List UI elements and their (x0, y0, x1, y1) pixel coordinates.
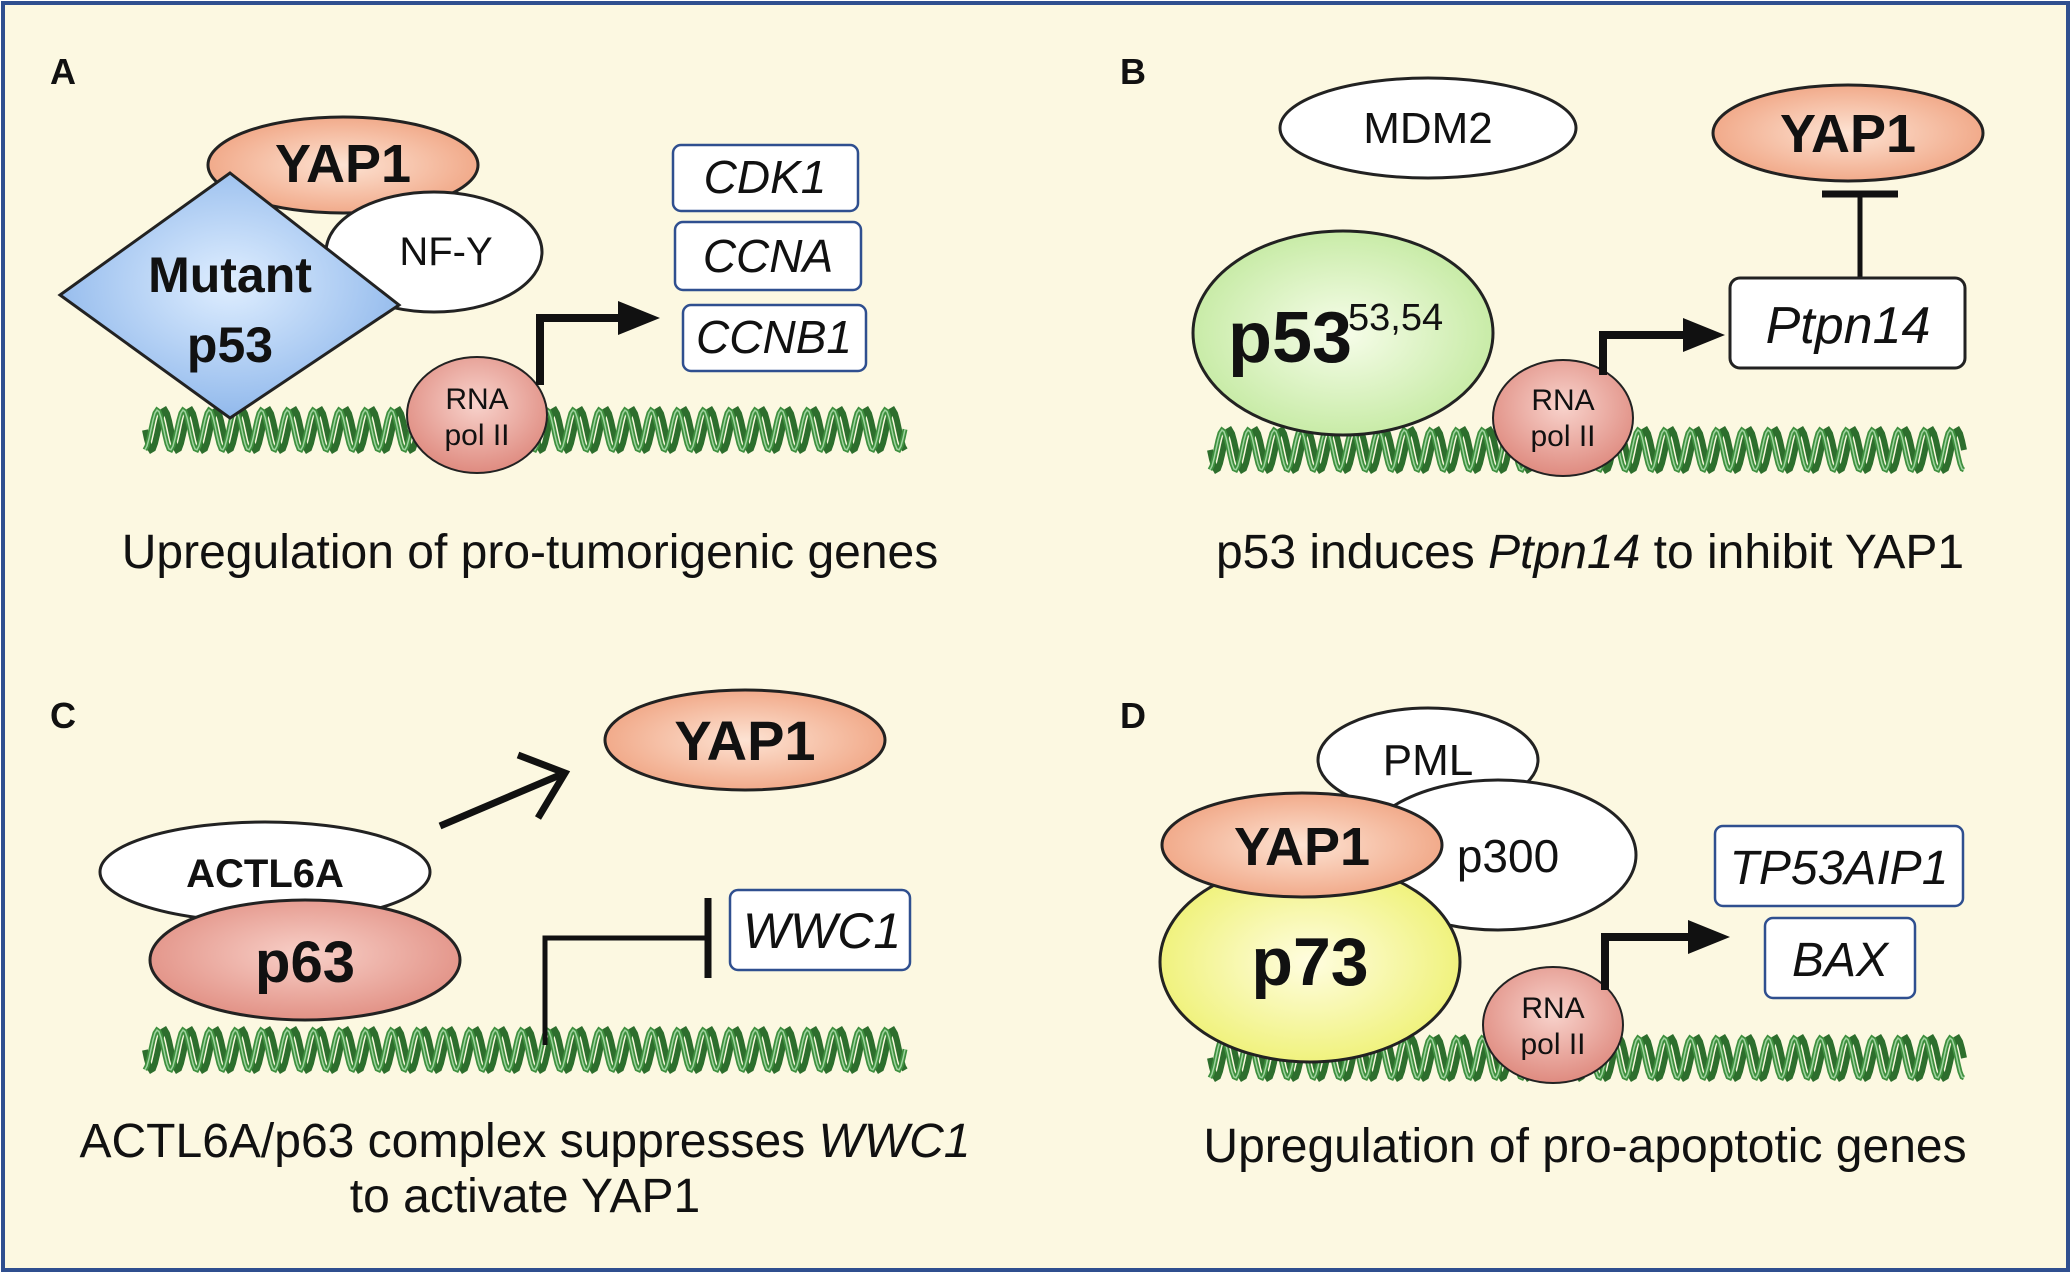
gene-box-ptpn14 (1728, 276, 1967, 370)
yap1-label: YAP1 (1780, 104, 1916, 164)
caption-text: p53 induces (1216, 526, 1488, 579)
yap1-protein (603, 688, 887, 792)
mdm2-protein (1278, 76, 1578, 180)
panel-d-label: D (1120, 695, 1146, 736)
panel-a: A YAP1 NF-Y Mutant p53 RNA pol II CDK1 C… (50, 51, 938, 579)
rna-pol-ii-line1: RNA (1531, 384, 1594, 417)
gene-box-ccnb1 (681, 303, 868, 373)
activation-arrow (536, 314, 620, 385)
yap1-label: YAP1 (674, 709, 815, 772)
gene-box-ccna (673, 220, 863, 292)
actl6a-label: ACTL6A (186, 852, 344, 896)
rna-pol-ii-line1: RNA (1521, 992, 1584, 1025)
activation-arrowhead (618, 301, 660, 335)
mdm2-label: MDM2 (1363, 104, 1493, 153)
caption-gene: WWC1 (819, 1115, 971, 1168)
gene-box-wwc1 (728, 888, 912, 972)
dna-strand (144, 1029, 906, 1071)
activation-arrowhead (516, 751, 571, 820)
gene-box-cdk1 (671, 143, 860, 213)
p53-protein (1191, 229, 1495, 437)
yap1-label: YAP1 (1234, 817, 1370, 877)
panel-a-caption: Upregulation of pro-tumorigenic genes (122, 526, 938, 579)
gene-bax: BAX (1792, 934, 1890, 987)
activation-arrow (1599, 331, 1685, 375)
panel-c-caption-line2: to activate YAP1 (350, 1170, 700, 1223)
rna-pol-ii (406, 356, 548, 474)
rna-pol-ii (1492, 359, 1634, 477)
panel-b-caption: p53 induces Ptpn14 to inhibit YAP1 (1216, 526, 1964, 579)
yap1-protein (1711, 83, 1985, 183)
caption-text: ACTL6A/p63 complex suppresses (80, 1115, 819, 1168)
panel-b: B MDM2 YAP1 p53 53,54 RNA pol II Ptpn14 … (1120, 51, 1985, 579)
yap1-protein (206, 115, 480, 215)
gene-tp53aip1: TP53AIP1 (1730, 842, 1949, 895)
p63-label: p63 (255, 930, 355, 995)
p53-label: p53 (187, 317, 273, 373)
p300-label: p300 (1457, 830, 1559, 882)
p63-protein (148, 898, 462, 1022)
repression-line (542, 935, 705, 1045)
activation-arrowhead (1688, 920, 1730, 954)
nf-y-label: NF-Y (399, 230, 492, 274)
panel-a-label: A (50, 51, 76, 92)
gene-box-tp53aip1 (1713, 824, 1965, 908)
mutant-label: Mutant (148, 247, 312, 303)
rna-pol-ii-line2: pol II (1520, 1028, 1585, 1061)
p73-label: p73 (1251, 924, 1368, 1000)
gene-ptpn14: Ptpn14 (1766, 297, 1931, 355)
yap1-protein (1160, 791, 1444, 899)
p53-label: p53 (1228, 298, 1352, 378)
rna-pol-ii-line2: pol II (444, 419, 509, 452)
panel-d-caption: Upregulation of pro-apoptotic genes (1203, 1120, 1966, 1173)
yap1-label: YAP1 (275, 134, 411, 194)
caption-text: to inhibit YAP1 (1640, 526, 1964, 579)
gene-ccna: CCNA (703, 230, 833, 282)
p53-references: 53,54 (1348, 297, 1443, 339)
rna-pol-ii (1482, 966, 1624, 1084)
gene-box-bax (1763, 916, 1917, 1000)
gene-cdk1: CDK1 (704, 151, 827, 203)
activation-arrowhead (1683, 318, 1725, 352)
activation-arrow (438, 771, 562, 830)
panel-c-label: C (50, 695, 76, 736)
rna-pol-ii-line2: pol II (1530, 420, 1595, 453)
activation-arrow (1601, 933, 1690, 990)
dna-helix (142, 1025, 908, 1075)
pml-label: PML (1383, 736, 1473, 785)
panel-c-caption-line1: ACTL6A/p63 complex suppresses WWC1 (80, 1115, 971, 1168)
caption-gene: Ptpn14 (1488, 526, 1640, 579)
gene-wwc1: WWC1 (743, 903, 901, 959)
panel-b-label: B (1120, 51, 1146, 92)
mutant-p53-protein (57, 171, 402, 420)
rna-pol-ii-line1: RNA (445, 383, 508, 416)
gene-ccnb1: CCNB1 (696, 311, 852, 363)
panel-d: D PML p300 p73 YAP1 RNA pol II TP53AIP1 … (1120, 695, 1967, 1173)
panel-c: C YAP1 ACTL6A p63 WWC1 ACTL6A/p63 comple… (50, 688, 971, 1223)
